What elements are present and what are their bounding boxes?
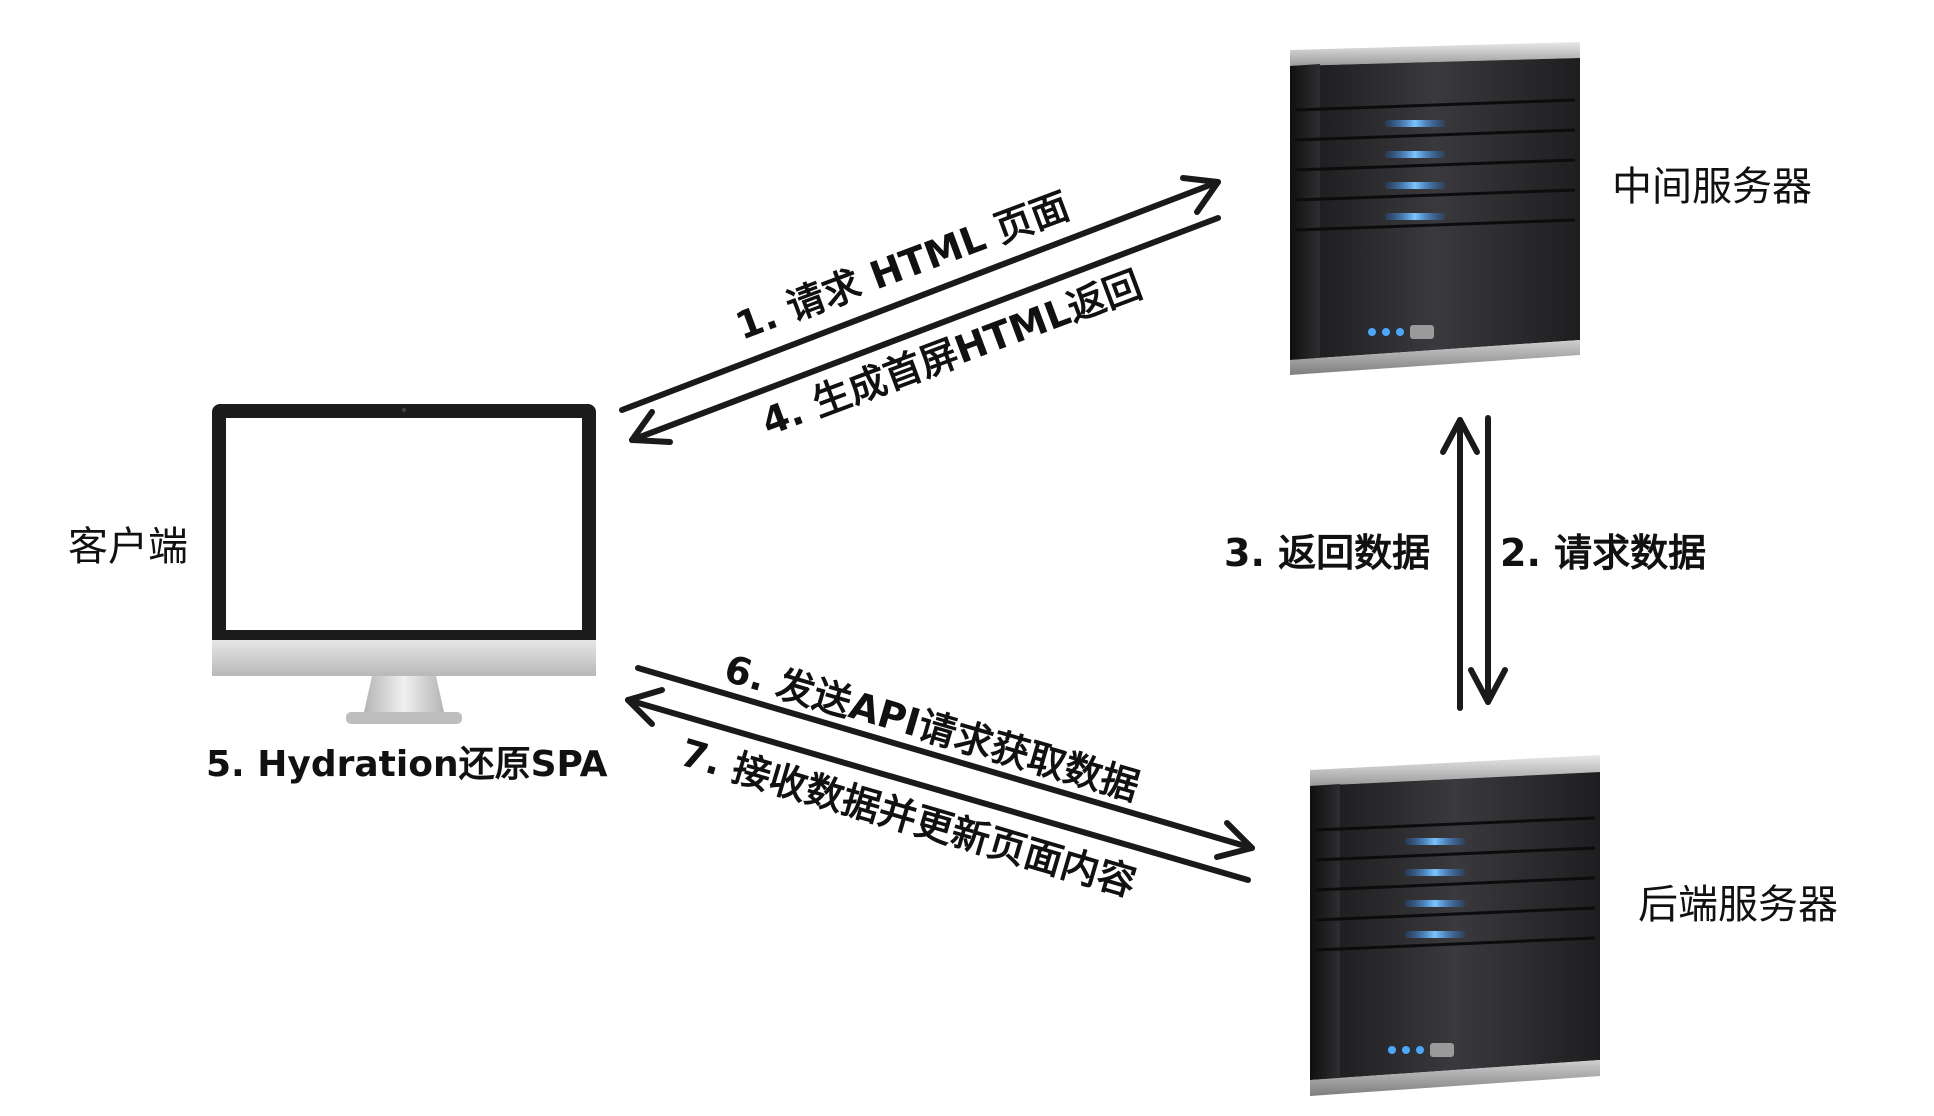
arrow-step-3	[1440, 417, 1480, 711]
arrow-step-2	[1468, 415, 1508, 705]
middle-server-label: 中间服务器	[1612, 164, 1812, 210]
backend-server-label: 后端服务器	[1638, 882, 1838, 928]
middle-server-icon	[1290, 42, 1580, 375]
arrow-step-7	[625, 687, 1251, 883]
client-monitor-icon	[212, 404, 596, 724]
client-label: 客户端	[68, 524, 188, 570]
arrow-step-1	[619, 175, 1221, 413]
arrow-step-4	[629, 215, 1221, 445]
arrow-step-6	[635, 665, 1255, 860]
step-5-label: 5. Hydration还原SPA	[206, 744, 608, 785]
step-3-label: 3. 返回数据	[1224, 531, 1430, 575]
step-2-label: 2. 请求数据	[1500, 531, 1706, 575]
backend-server-icon	[1310, 755, 1600, 1096]
